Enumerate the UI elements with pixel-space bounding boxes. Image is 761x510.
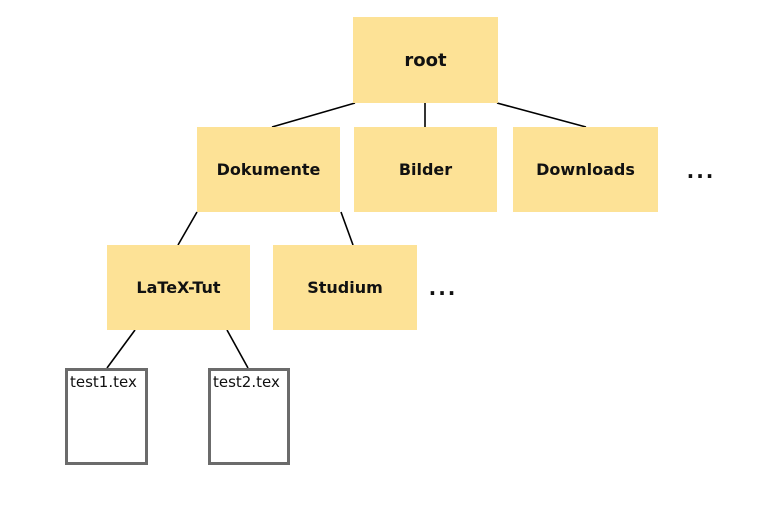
ellipsis-more-children-of-dokumente: ... xyxy=(418,268,468,308)
file-test1-label: test1.tex xyxy=(70,373,137,391)
ellipsis-more-children-of-root: ... xyxy=(676,151,726,191)
edge-latex-tut-test1 xyxy=(106,329,136,369)
node-bilder: Bilder xyxy=(354,127,497,212)
file-node-test2-tex: test2.tex xyxy=(208,368,290,465)
ellipsis-label: ... xyxy=(428,276,458,300)
node-latex-tut: LaTeX-Tut xyxy=(107,245,250,330)
node-downloads-label: Downloads xyxy=(536,160,635,179)
edge-dokumente-latex-tut xyxy=(177,211,198,246)
node-dokumente-label: Dokumente xyxy=(216,160,321,179)
node-downloads: Downloads xyxy=(513,127,658,212)
node-dokumente: Dokumente xyxy=(197,127,340,212)
edge-latex-tut-test2 xyxy=(226,329,249,369)
node-bilder-label: Bilder xyxy=(398,160,453,179)
edge-dokumente-studium xyxy=(340,211,354,246)
file-test2-label: test2.tex xyxy=(213,373,280,391)
ellipsis-label: ... xyxy=(686,159,716,183)
edge-root-downloads xyxy=(496,102,587,128)
file-node-test1-tex: test1.tex xyxy=(65,368,148,465)
node-root-label: root xyxy=(404,49,447,71)
node-root: root xyxy=(353,17,498,103)
node-latex-tut-label: LaTeX-Tut xyxy=(136,278,221,297)
node-studium-label: Studium xyxy=(307,278,383,297)
node-studium: Studium xyxy=(273,245,417,330)
edge-root-dokumente xyxy=(271,102,356,128)
